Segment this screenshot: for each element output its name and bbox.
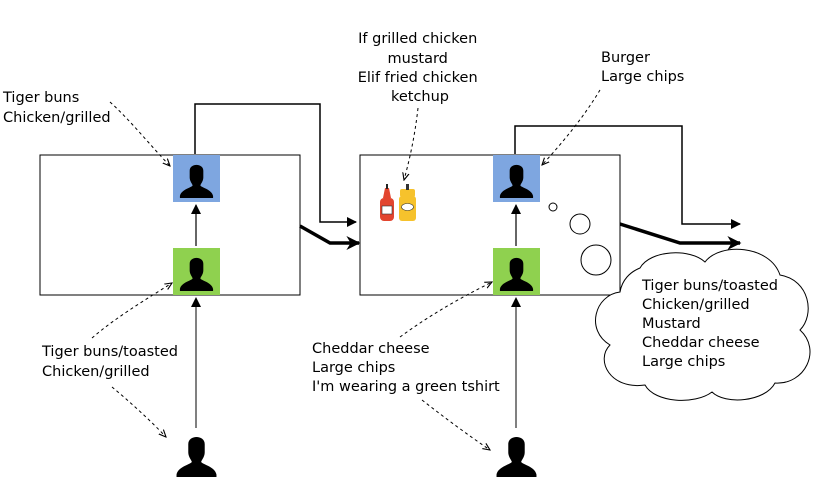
left-bottom-note: Tiger buns/toasted Chicken/grilled xyxy=(41,344,183,380)
right-blue-output-arrow xyxy=(514,125,741,229)
right-top-note-pointer xyxy=(542,89,601,165)
thought-bubble-small xyxy=(548,202,558,212)
condiment-note-pointer xyxy=(404,107,419,180)
person-icon xyxy=(176,437,217,477)
thought-cloud xyxy=(595,248,811,401)
thought-cloud-text: Tiger buns/toasted Chicken/grilled Musta… xyxy=(641,278,783,370)
ketchup-mustard-bottles-icon xyxy=(380,184,416,221)
left-stage-box xyxy=(39,154,301,296)
person-icon xyxy=(496,437,537,477)
right-bottom-note-pointer-up xyxy=(399,282,492,338)
thought-bubble-large xyxy=(580,244,612,276)
right-stage-output-arrow xyxy=(619,222,742,250)
condiment-note: If grilled chicken mustard Elif fried ch… xyxy=(358,31,483,105)
left-stage-to-right-stage-arrow xyxy=(299,224,361,250)
left-top-note: Tiger buns Chicken/grilled xyxy=(2,90,111,126)
right-top-note: Burger Large chips xyxy=(601,50,684,85)
left-blue-to-right-stage-arrow xyxy=(194,103,357,227)
left-bottom-note-pointer-down xyxy=(111,386,166,437)
thought-bubble-medium xyxy=(569,213,591,235)
left-top-note-pointer xyxy=(109,101,170,166)
right-bottom-note: Cheddar cheese Large chips I'm wearing a… xyxy=(312,341,500,395)
right-bottom-note-pointer-down xyxy=(421,399,490,450)
